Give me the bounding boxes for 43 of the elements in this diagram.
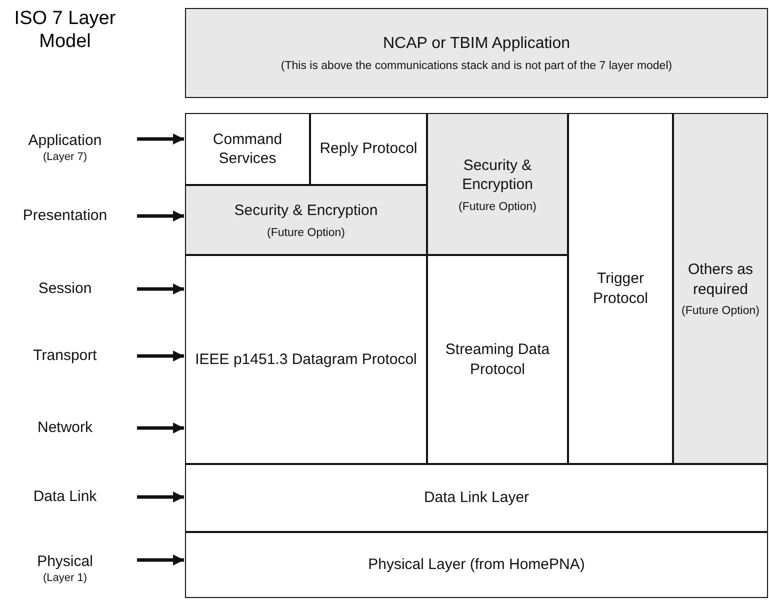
box-title: Reply Protocol <box>320 139 418 159</box>
note-text: (Future Option) <box>267 226 345 239</box>
application-box <box>185 8 768 98</box>
box-title: Others as required <box>686 260 754 299</box>
layer-label: Presentation <box>0 203 130 229</box>
layer-name: Application <box>28 131 102 151</box>
box-title: Physical Layer (from HomePNA) <box>368 555 585 575</box>
layer-box <box>185 464 768 532</box>
option-box <box>427 113 568 255</box>
box-title: Data Link Layer <box>424 488 530 508</box>
protocol-box <box>427 255 568 464</box>
option-box <box>185 185 427 255</box>
note-text: (Future Option) <box>682 305 760 317</box>
protocol-box <box>185 113 310 185</box>
arrow <box>137 422 184 434</box>
title: ISO 7 Layer Model <box>13 8 117 54</box>
protocol-box <box>568 113 673 464</box>
protocol-box <box>310 113 427 185</box>
box-title: Command Services <box>212 130 284 168</box>
arrow <box>137 210 184 222</box>
layer-label: Session <box>0 276 130 302</box>
arrow <box>137 491 184 503</box>
note-text: (This is above the communications stack and is not part of the 7 layer model) <box>280 60 672 72</box>
arrow <box>137 350 184 362</box>
box-title: Trigger Protocol <box>592 269 650 308</box>
arrow <box>137 133 184 145</box>
protocol-box <box>185 255 427 464</box>
layer-name: Physical <box>37 552 93 572</box>
option-box <box>673 113 768 464</box>
arrow <box>137 283 184 295</box>
layer-label: Data Link <box>0 484 130 510</box>
arrow <box>137 554 184 566</box>
note-text: (Future Option) <box>458 200 536 212</box>
note-text: (Layer 1) <box>42 572 88 584</box>
box-title: Streaming Data Protocol <box>444 340 551 379</box>
layer-label: Transport <box>0 343 130 369</box>
box-title: Security & Encryption <box>461 156 534 194</box>
box-title: Security & Encryption <box>234 201 378 221</box>
box-title: IEEE p1451.3 Datagram Protocol <box>195 350 417 370</box>
box-title: NCAP or TBIM Application <box>382 34 570 54</box>
note-text: (Layer 7) <box>42 150 88 163</box>
layer-label: Network <box>0 415 130 441</box>
layer-box <box>185 532 768 598</box>
